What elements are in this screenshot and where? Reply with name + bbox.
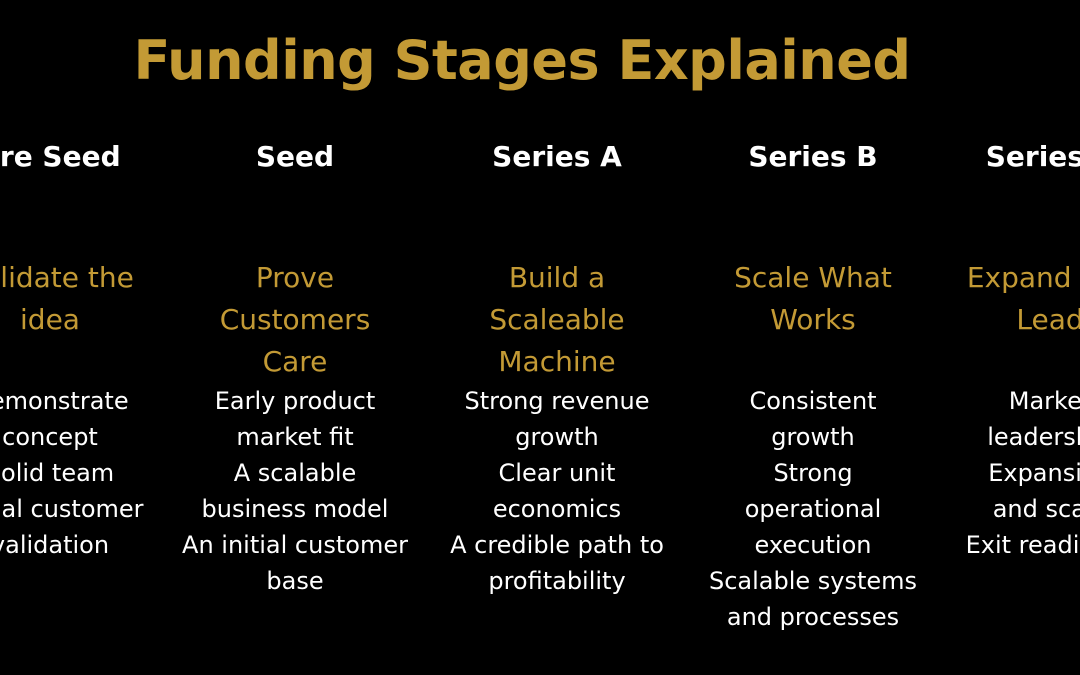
- point-line: base: [266, 567, 324, 595]
- goal-line: Care: [262, 345, 328, 378]
- goal-line: Prove: [255, 261, 335, 294]
- goal-line: Build a: [508, 261, 606, 294]
- point-line: Expansion: [988, 459, 1080, 487]
- goal-line: Lead: [1016, 303, 1080, 336]
- point-line: economics: [492, 495, 622, 523]
- stage-name: Pre Seed: [0, 140, 121, 173]
- slide-title: Funding Stages Explained: [133, 29, 911, 92]
- point-line: growth: [771, 423, 855, 451]
- point-line: Initial customer: [0, 495, 144, 523]
- stage-points: Early product market fit A scalable busines…: [145, 383, 445, 599]
- point-line: Market: [1008, 387, 1080, 415]
- point-line: growth: [515, 423, 599, 451]
- stage-name: Series B: [748, 140, 878, 173]
- point-line: Scalable systems: [708, 567, 918, 595]
- goal-line: Customers: [219, 303, 371, 336]
- point-line: market fit: [236, 423, 354, 451]
- point-line: Strong: [773, 459, 853, 487]
- goal-line: Scale What: [734, 261, 892, 294]
- point-line: Clear unit: [498, 459, 616, 487]
- point-line: An initial customer: [182, 531, 408, 559]
- point-line: profitability: [488, 567, 626, 595]
- point-line: and scale: [992, 495, 1080, 523]
- goal-line: Machine: [498, 345, 616, 378]
- stage-name: Seed: [255, 140, 335, 173]
- goal-line: Works: [770, 303, 856, 336]
- point-line: A scalable: [233, 459, 357, 487]
- point-line: Strong revenue: [464, 387, 650, 415]
- point-line: A credible path to: [450, 531, 664, 559]
- point-line: business model: [201, 495, 389, 523]
- point-line: Consistent: [749, 387, 877, 415]
- point-line: validation: [0, 531, 110, 559]
- stage-points: Demonstrate conceptSolid teamInitial cust…: [0, 383, 200, 563]
- goal-line: Validate the: [0, 261, 134, 294]
- goal-line: idea: [20, 303, 80, 336]
- stage-points: Market leadershipExpansion and scaleExit r…: [900, 383, 1080, 563]
- point-line: concept: [2, 423, 98, 451]
- stage-name: Series C: [985, 140, 1080, 173]
- point-line: and processes: [726, 603, 900, 631]
- point-line: Early product: [214, 387, 376, 415]
- point-line: Exit readiness: [965, 531, 1080, 559]
- point-line: operational: [744, 495, 882, 523]
- goal-line: Scaleable: [489, 303, 625, 336]
- point-line: execution: [754, 531, 872, 559]
- stage-name: Series A: [492, 140, 622, 173]
- point-line: Solid team: [0, 459, 115, 487]
- point-line: leadership: [987, 423, 1080, 451]
- point-line: Demonstrate: [0, 387, 129, 415]
- stage-goal: Validate the idea: [0, 257, 200, 341]
- goal-line: Expand and: [966, 261, 1080, 294]
